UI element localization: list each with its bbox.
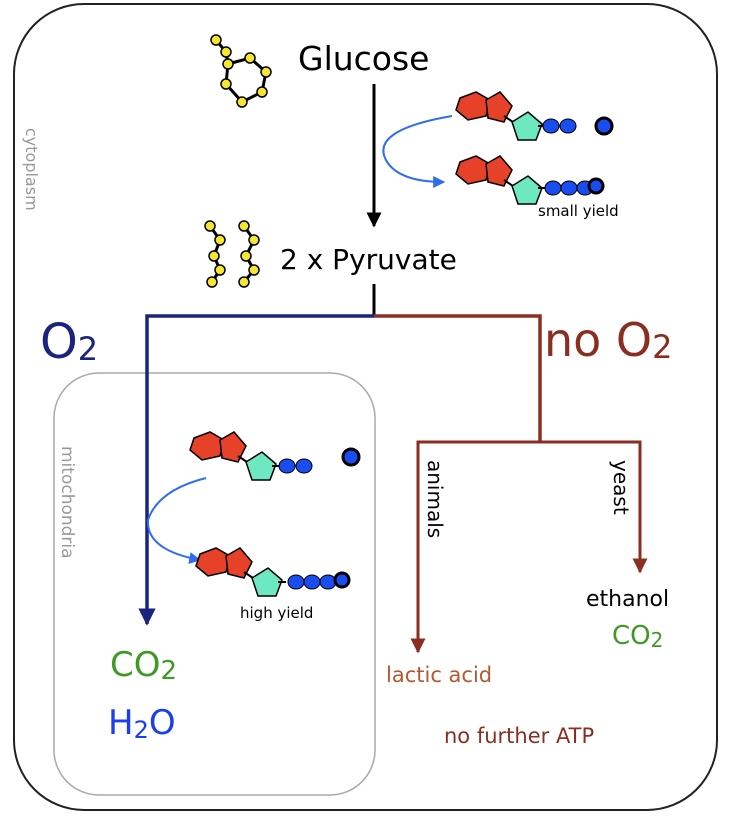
adp-molecule-icon-mito: [189, 431, 313, 481]
anaerobic-path: [374, 314, 542, 442]
no-further-atp-label: no further ATP: [444, 724, 594, 748]
animals-label: animals: [423, 460, 447, 538]
lactic-acid-label: lactic acid: [386, 663, 492, 687]
high-yield-label: high yield: [240, 604, 313, 622]
atp-synthesis-arrow-glycolysis: [382, 115, 453, 188]
phosphate-icon-mito: [341, 447, 361, 467]
atp-molecule-icon: [455, 155, 605, 205]
pyruvate-label: 2 x Pyruvate: [280, 243, 457, 276]
glucose-molecule-icon: [210, 34, 272, 108]
co2-aerobic-label: CO2: [110, 645, 177, 686]
small-yield-label: small yield: [538, 202, 619, 220]
animals-path: [410, 440, 540, 654]
h2o-label: H2O: [108, 703, 176, 744]
adp-molecule-icon: [455, 91, 577, 141]
atp-molecule-icon-mito: [195, 547, 351, 597]
no-o2-label: no O2: [544, 313, 673, 367]
atp-synthesis-arrow-mito: [146, 477, 207, 564]
mitochondria-label: mitochondria: [57, 446, 77, 559]
yeast-path: [540, 440, 648, 574]
o2-label: O2: [40, 314, 98, 370]
phosphate-icon: [594, 116, 614, 136]
ethanol-label: ethanol: [586, 587, 669, 612]
pyruvate-molecule-icon: [204, 220, 260, 288]
glucose-label: Glucose: [298, 39, 429, 78]
cytoplasm-box: [13, 3, 718, 811]
mitochondria-box: [53, 372, 376, 796]
cytoplasm-label: cytoplasm: [22, 128, 41, 211]
yeast-label: yeast: [609, 460, 633, 515]
co2-yeast-label: CO2: [612, 621, 663, 652]
